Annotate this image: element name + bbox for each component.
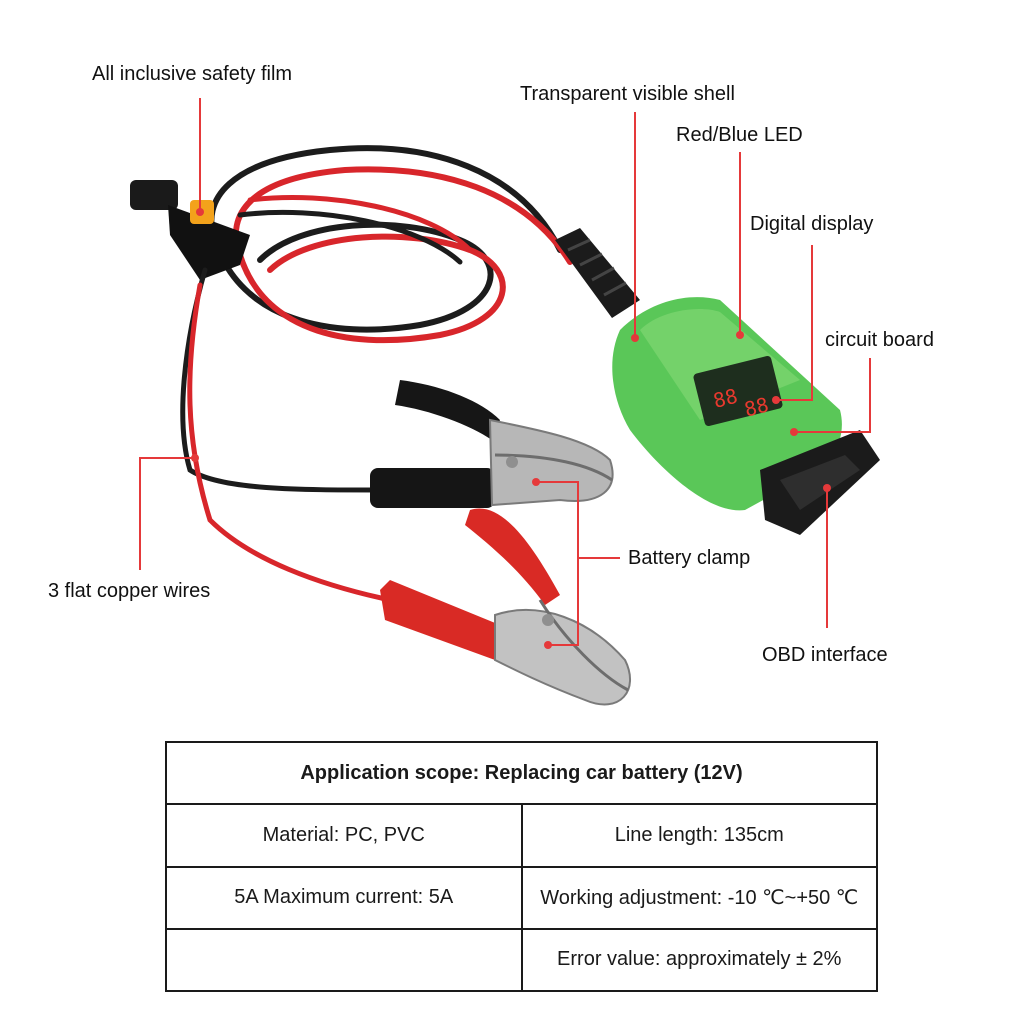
callout-lines: [139, 98, 871, 646]
spec-row-application: Application scope: Replacing car battery…: [165, 740, 878, 806]
red-battery-clamp: [380, 508, 631, 706]
lead-wires: [180, 267, 393, 603]
obd-device: 88 88: [612, 297, 880, 535]
spec-application: Application scope: Replacing car battery…: [165, 740, 878, 806]
callout-copper-wires: 3 flat copper wires: [48, 580, 211, 602]
spec-material: Material: PC, PVC: [165, 803, 523, 868]
product-illustration: 88 88: [130, 98, 880, 706]
svg-text:88: 88: [742, 392, 771, 421]
spec-max-current: 5A Maximum current: 5A: [165, 865, 523, 930]
callout-dots: [191, 208, 831, 649]
callout-transparent-shell: Transparent visible shell: [520, 83, 735, 105]
cable-loops: [208, 145, 573, 344]
callout-circuit-board: circuit board: [825, 329, 934, 351]
spec-line-length: Line length: 135cm: [520, 803, 878, 868]
black-battery-clamp: [370, 380, 614, 508]
digital-display-screen: [693, 355, 783, 427]
callout-safety-film: All inclusive safety film: [92, 63, 293, 85]
strain-relief: [555, 228, 640, 318]
spec-row: Error value: approximately ± 2%: [165, 927, 878, 993]
fuse-holder: [130, 180, 250, 280]
callout-led: Red/Blue LED: [676, 124, 803, 146]
svg-text:88: 88: [711, 384, 740, 413]
spec-row: 5A Maximum current: 5A Working adjustmen…: [165, 865, 878, 930]
callout-obd-interface: OBD interface: [762, 644, 888, 666]
spec-table: Application scope: Replacing car battery…: [165, 740, 878, 993]
callout-battery-clamp: Battery clamp: [628, 547, 751, 569]
spec-empty-cell: [165, 927, 523, 993]
spec-row: Material: PC, PVC Line length: 135cm: [165, 803, 878, 868]
spec-working-adjustment: Working adjustment: -10 ℃~+50 ℃: [520, 865, 878, 930]
spec-error-value: Error value: approximately ± 2%: [520, 927, 878, 993]
callout-digital-display: Digital display: [750, 213, 874, 235]
